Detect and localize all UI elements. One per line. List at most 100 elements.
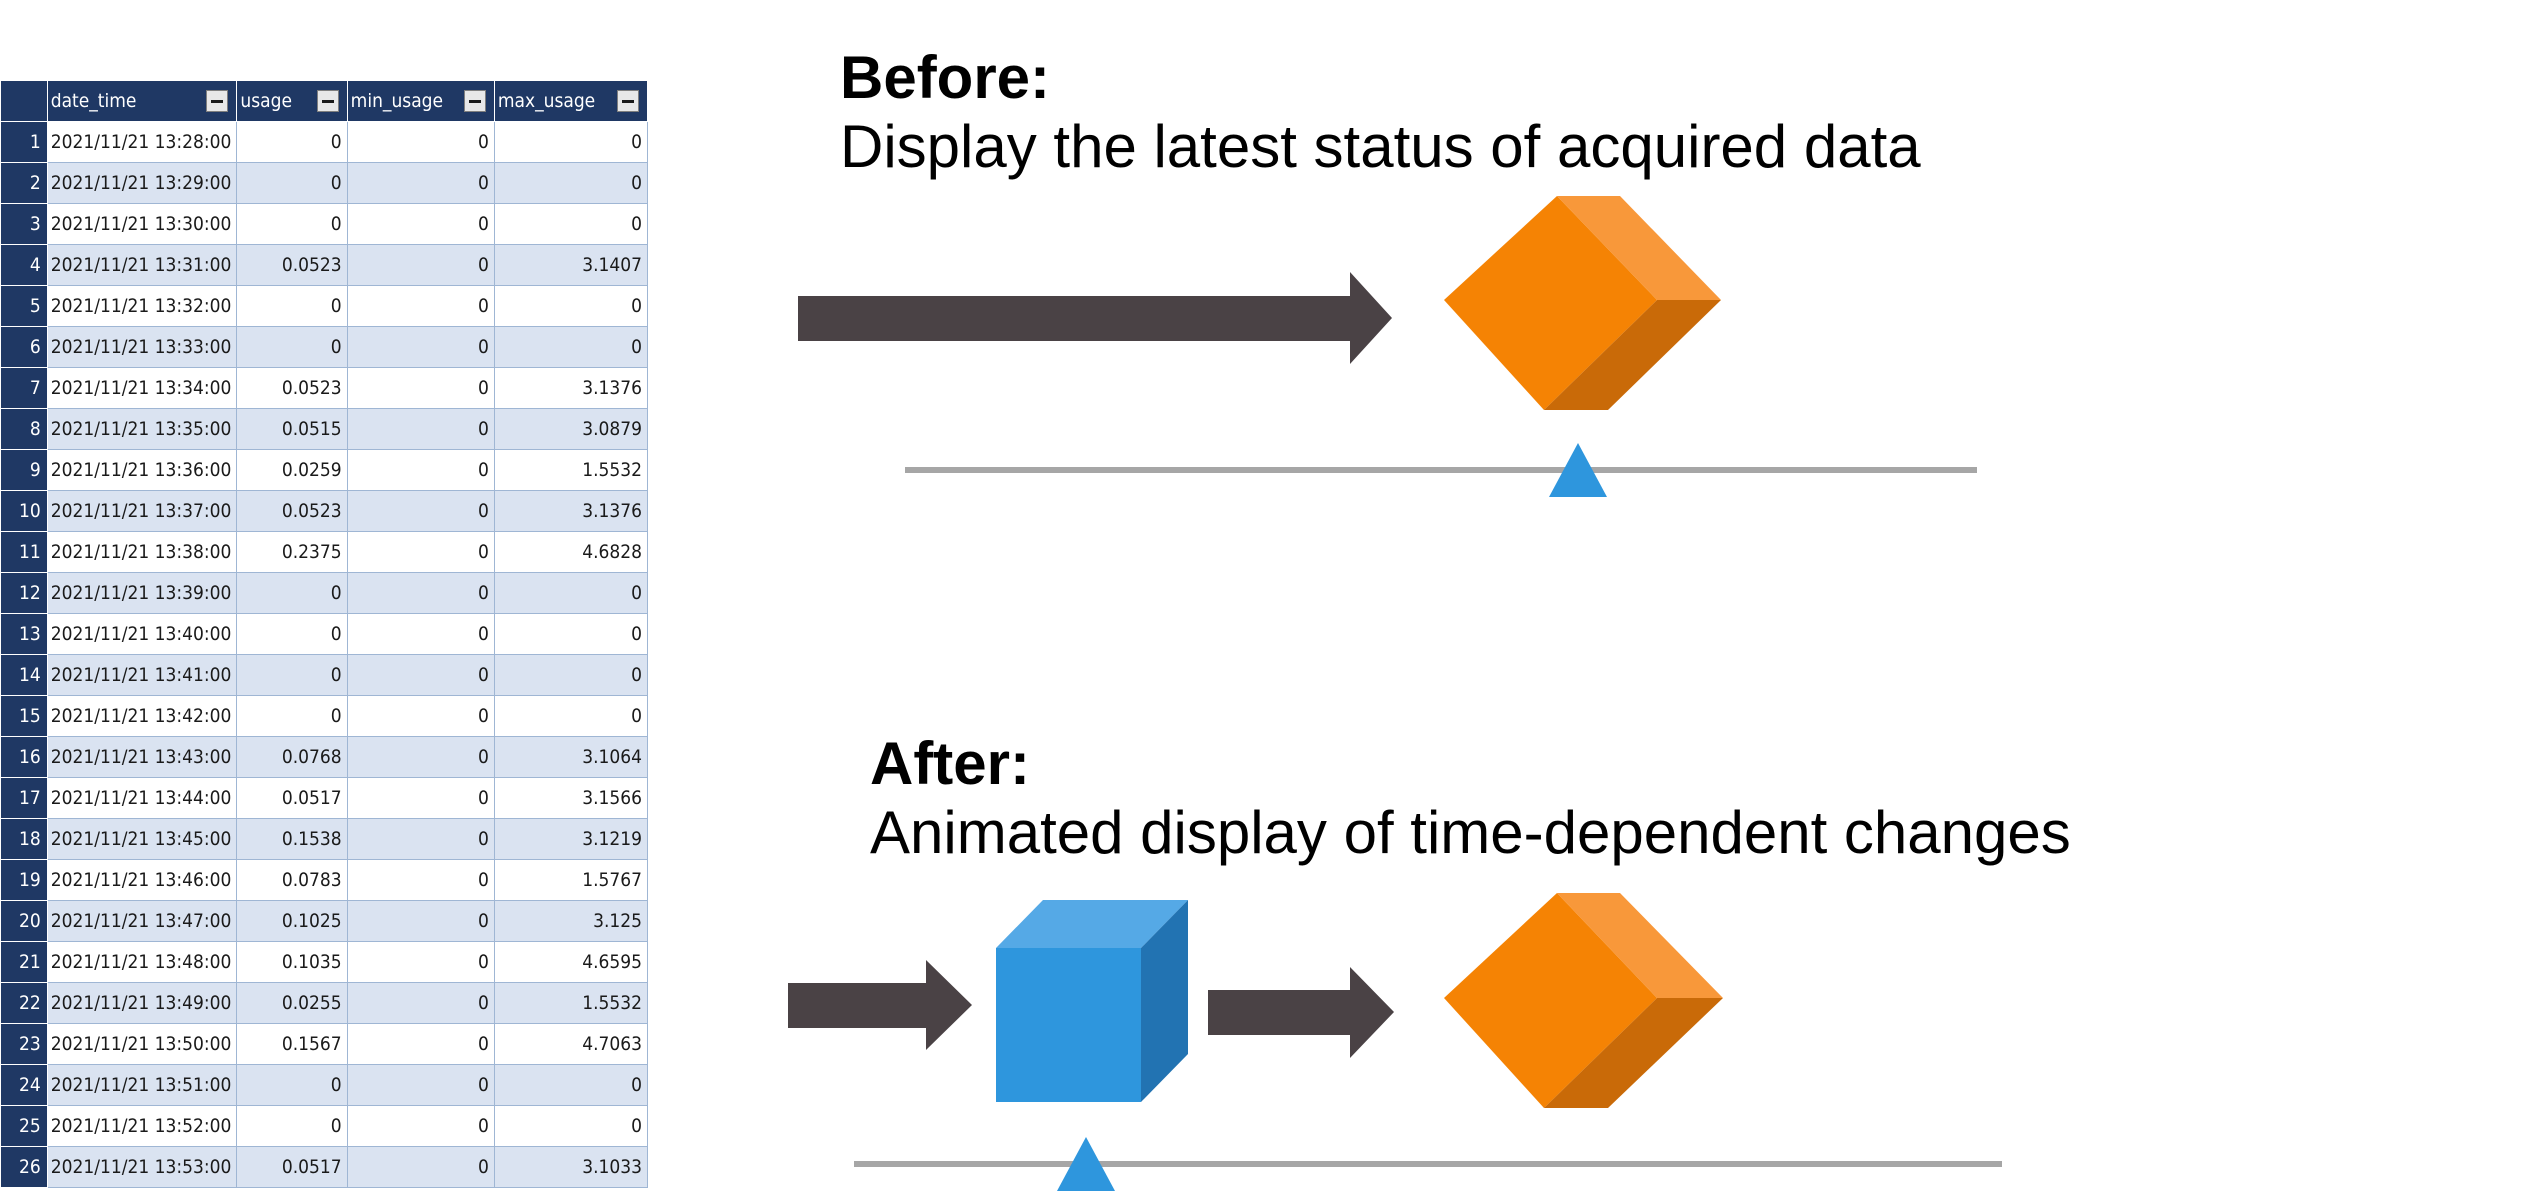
min-usage-cell[interactable]: 0 [346, 736, 495, 778]
date-time-cell[interactable]: 2021/11/21 13:38:00 [46, 531, 238, 573]
min-usage-cell[interactable]: 0 [346, 654, 495, 696]
date-time-cell[interactable]: 2021/11/21 13:48:00 [46, 941, 238, 983]
date-time-cell[interactable]: 2021/11/21 13:53:00 [46, 1146, 238, 1188]
min-usage-cell[interactable]: 0 [346, 367, 495, 409]
min-usage-cell[interactable]: 0 [346, 408, 495, 450]
min-usage-cell[interactable]: 0 [346, 162, 495, 204]
column-header-min-usage[interactable]: min_usage [346, 80, 495, 122]
max-usage-cell[interactable]: 0 [493, 1064, 648, 1106]
max-usage-cell[interactable]: 0 [493, 613, 648, 655]
max-usage-cell[interactable]: 3.1219 [493, 818, 648, 860]
max-usage-cell[interactable]: 1.5767 [493, 859, 648, 901]
max-usage-cell[interactable]: 3.1407 [493, 244, 648, 286]
min-usage-cell[interactable]: 0 [346, 1146, 495, 1188]
usage-cell[interactable]: 0 [236, 203, 348, 245]
max-usage-cell[interactable]: 3.1033 [493, 1146, 648, 1188]
min-usage-cell[interactable]: 0 [346, 572, 495, 614]
min-usage-cell[interactable]: 0 [346, 982, 495, 1024]
usage-cell[interactable]: 0.0517 [236, 777, 348, 819]
min-usage-cell[interactable]: 0 [346, 1064, 495, 1106]
min-usage-cell[interactable]: 0 [346, 900, 495, 942]
min-usage-cell[interactable]: 0 [346, 449, 495, 491]
max-usage-cell[interactable]: 0 [493, 1105, 648, 1147]
date-time-cell[interactable]: 2021/11/21 13:39:00 [46, 572, 238, 614]
usage-cell[interactable]: 0.0783 [236, 859, 348, 901]
usage-cell[interactable]: 0 [236, 162, 348, 204]
date-time-cell[interactable]: 2021/11/21 13:46:00 [46, 859, 238, 901]
usage-cell[interactable]: 0 [236, 1064, 348, 1106]
date-time-cell[interactable]: 2021/11/21 13:29:00 [46, 162, 238, 204]
max-usage-cell[interactable]: 1.5532 [493, 982, 648, 1024]
date-time-cell[interactable]: 2021/11/21 13:51:00 [46, 1064, 238, 1106]
usage-cell[interactable]: 0.1035 [236, 941, 348, 983]
max-usage-cell[interactable]: 3.125 [493, 900, 648, 942]
usage-cell[interactable]: 0.0517 [236, 1146, 348, 1188]
max-usage-cell[interactable]: 0 [493, 572, 648, 614]
max-usage-cell[interactable]: 1.5532 [493, 449, 648, 491]
date-time-cell[interactable]: 2021/11/21 13:34:00 [46, 367, 238, 409]
max-usage-cell[interactable]: 0 [493, 203, 648, 245]
max-usage-cell[interactable]: 3.1064 [493, 736, 648, 778]
min-usage-cell[interactable]: 0 [346, 859, 495, 901]
usage-cell[interactable]: 0.0523 [236, 244, 348, 286]
date-time-cell[interactable]: 2021/11/21 13:52:00 [46, 1105, 238, 1147]
max-usage-cell[interactable]: 0 [493, 654, 648, 696]
usage-cell[interactable]: 0.0768 [236, 736, 348, 778]
min-usage-cell[interactable]: 0 [346, 490, 495, 532]
usage-cell[interactable]: 0.1538 [236, 818, 348, 860]
date-time-cell[interactable]: 2021/11/21 13:36:00 [46, 449, 238, 491]
date-time-cell[interactable]: 2021/11/21 13:31:00 [46, 244, 238, 286]
date-time-cell[interactable]: 2021/11/21 13:41:00 [46, 654, 238, 696]
max-usage-cell[interactable]: 3.0879 [493, 408, 648, 450]
date-time-cell[interactable]: 2021/11/21 13:47:00 [46, 900, 238, 942]
usage-cell[interactable]: 0 [236, 121, 348, 163]
min-usage-cell[interactable]: 0 [346, 121, 495, 163]
filter-collapse-icon[interactable] [206, 90, 229, 112]
min-usage-cell[interactable]: 0 [346, 695, 495, 737]
min-usage-cell[interactable]: 0 [346, 1023, 495, 1065]
column-header-usage[interactable]: usage [236, 80, 348, 122]
filter-collapse-icon[interactable] [463, 90, 486, 112]
date-time-cell[interactable]: 2021/11/21 13:45:00 [46, 818, 238, 860]
max-usage-cell[interactable]: 0 [493, 121, 648, 163]
usage-cell[interactable]: 0 [236, 572, 348, 614]
max-usage-cell[interactable]: 4.6828 [493, 531, 648, 573]
date-time-cell[interactable]: 2021/11/21 13:37:00 [46, 490, 238, 532]
usage-cell[interactable]: 0 [236, 695, 348, 737]
usage-cell[interactable]: 0 [236, 1105, 348, 1147]
column-header-max-usage[interactable]: max_usage [493, 80, 648, 122]
usage-cell[interactable]: 0 [236, 326, 348, 368]
usage-cell[interactable]: 0.0523 [236, 490, 348, 532]
min-usage-cell[interactable]: 0 [346, 203, 495, 245]
usage-cell[interactable]: 0.1025 [236, 900, 348, 942]
date-time-cell[interactable]: 2021/11/21 13:32:00 [46, 285, 238, 327]
date-time-cell[interactable]: 2021/11/21 13:43:00 [46, 736, 238, 778]
column-header-date-time[interactable]: date_time [46, 80, 238, 122]
usage-cell[interactable]: 0.0523 [236, 367, 348, 409]
filter-collapse-icon[interactable] [316, 90, 339, 112]
max-usage-cell[interactable]: 0 [493, 326, 648, 368]
usage-cell[interactable]: 0.2375 [236, 531, 348, 573]
usage-cell[interactable]: 0.0255 [236, 982, 348, 1024]
date-time-cell[interactable]: 2021/11/21 13:33:00 [46, 326, 238, 368]
max-usage-cell[interactable]: 0 [493, 162, 648, 204]
date-time-cell[interactable]: 2021/11/21 13:50:00 [46, 1023, 238, 1065]
min-usage-cell[interactable]: 0 [346, 777, 495, 819]
max-usage-cell[interactable]: 4.6595 [493, 941, 648, 983]
date-time-cell[interactable]: 2021/11/21 13:49:00 [46, 982, 238, 1024]
max-usage-cell[interactable]: 4.7063 [493, 1023, 648, 1065]
usage-cell[interactable]: 0 [236, 285, 348, 327]
min-usage-cell[interactable]: 0 [346, 818, 495, 860]
usage-cell[interactable]: 0 [236, 613, 348, 655]
min-usage-cell[interactable]: 0 [346, 531, 495, 573]
date-time-cell[interactable]: 2021/11/21 13:35:00 [46, 408, 238, 450]
min-usage-cell[interactable]: 0 [346, 613, 495, 655]
date-time-cell[interactable]: 2021/11/21 13:30:00 [46, 203, 238, 245]
usage-cell[interactable]: 0.0259 [236, 449, 348, 491]
usage-cell[interactable]: 0.0515 [236, 408, 348, 450]
filter-collapse-icon[interactable] [617, 90, 639, 112]
usage-cell[interactable]: 0 [236, 654, 348, 696]
max-usage-cell[interactable]: 3.1376 [493, 490, 648, 532]
date-time-cell[interactable]: 2021/11/21 13:44:00 [46, 777, 238, 819]
min-usage-cell[interactable]: 0 [346, 326, 495, 368]
